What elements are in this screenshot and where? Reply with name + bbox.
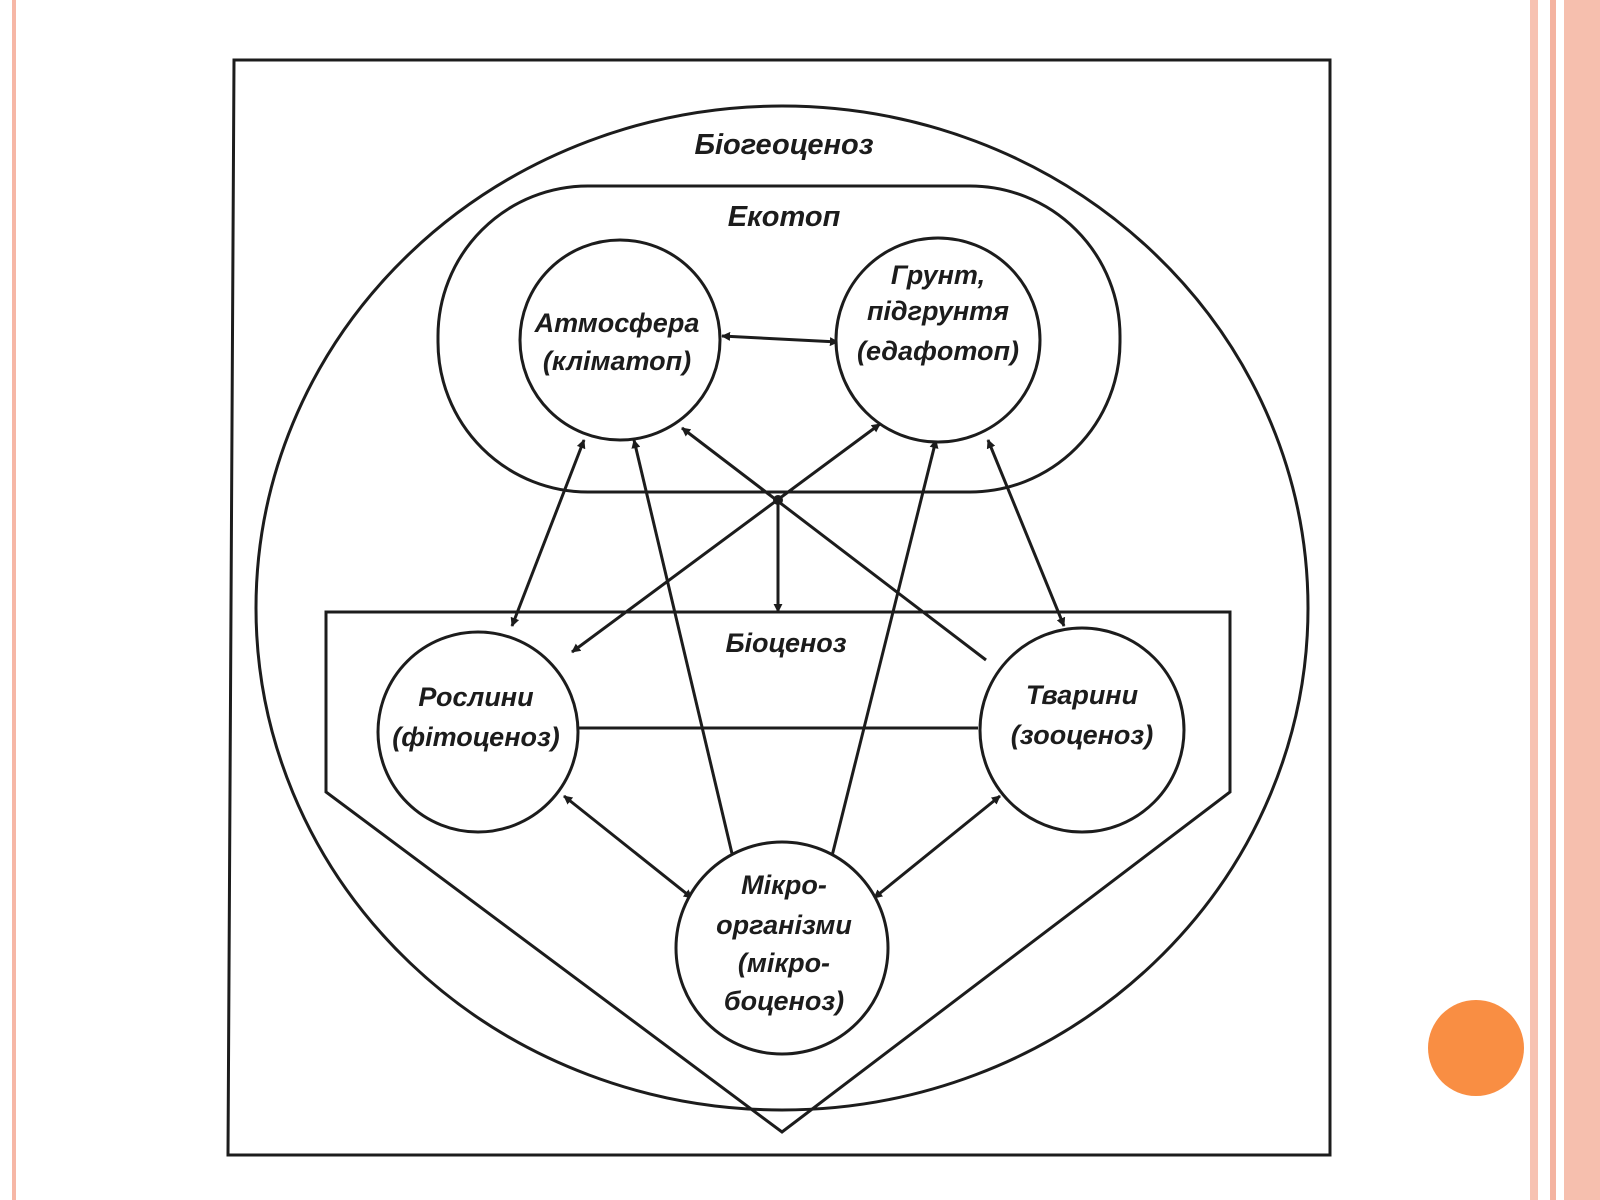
node-soil-label: Грунт, підгрунтя (едафотоп) [857, 260, 1019, 366]
arrow-plants-microorganisms [563, 794, 693, 900]
biocenosis-label: Біоценоз [725, 628, 846, 658]
node-animals-label: Тварини (зооценоз) [1011, 680, 1153, 750]
slide-right-border [1530, 0, 1600, 1200]
node-label-line: Рослини [418, 682, 534, 712]
node-microorganisms-label: Мікро- організми (мікро- боценоз) [716, 870, 852, 1016]
node-label-line: підгрунтя [867, 296, 1009, 326]
arrow-animals-microorganisms [873, 794, 1001, 900]
node-label-line: (зооценоз) [1011, 720, 1153, 750]
arrow-soil-microorganisms [827, 439, 939, 865]
arrow-atmosphere-plants [510, 439, 586, 627]
node-label-line: Атмосфера [534, 308, 700, 338]
border-stripe [1530, 0, 1538, 1200]
arrow-atmosphere-microorganisms [631, 439, 737, 863]
node-label-line: (кліматоп) [543, 346, 691, 376]
arrow-soil-plants [571, 422, 881, 654]
border-stripe [1564, 0, 1600, 1200]
node-atmosphere [518, 238, 722, 442]
outer-frame [226, 58, 1332, 1157]
node-label-line: (мікро- [738, 948, 830, 978]
node-plants-label: Рослини (фітоценоз) [392, 682, 560, 752]
node-label-line: (фітоценоз) [392, 722, 560, 752]
junction-dot [773, 495, 783, 505]
node-animals [978, 626, 1186, 834]
interaction-arrows [510, 331, 1066, 900]
arrow-soil-animals [986, 439, 1066, 627]
node-label-line: Мікро- [741, 870, 827, 900]
node-soil [834, 236, 1042, 444]
arrow-atmosphere-animals [681, 426, 987, 662]
ecotope-label: Екотоп [728, 201, 841, 233]
arrow-atmosphere-soil [721, 331, 839, 347]
biocenosis-outline [324, 610, 1232, 1134]
biogeocenosis-circle [254, 104, 1310, 1112]
node-plants [376, 630, 580, 834]
border-stripe [1550, 0, 1556, 1200]
node-label-line: організми [716, 910, 852, 940]
biogeocenosis-label: Біогеоценоз [694, 129, 873, 161]
node-microorganisms [674, 840, 890, 1056]
node-label-line: (едафотоп) [857, 336, 1019, 366]
node-atmosphere-label: Атмосфера (кліматоп) [534, 308, 700, 376]
slide-left-border [12, 0, 16, 1200]
node-label-line: боценоз) [724, 986, 844, 1016]
node-label-line: Грунт, [891, 260, 985, 290]
slide-decoration-dot [1428, 1000, 1524, 1096]
node-label-line: Тварини [1026, 680, 1139, 710]
